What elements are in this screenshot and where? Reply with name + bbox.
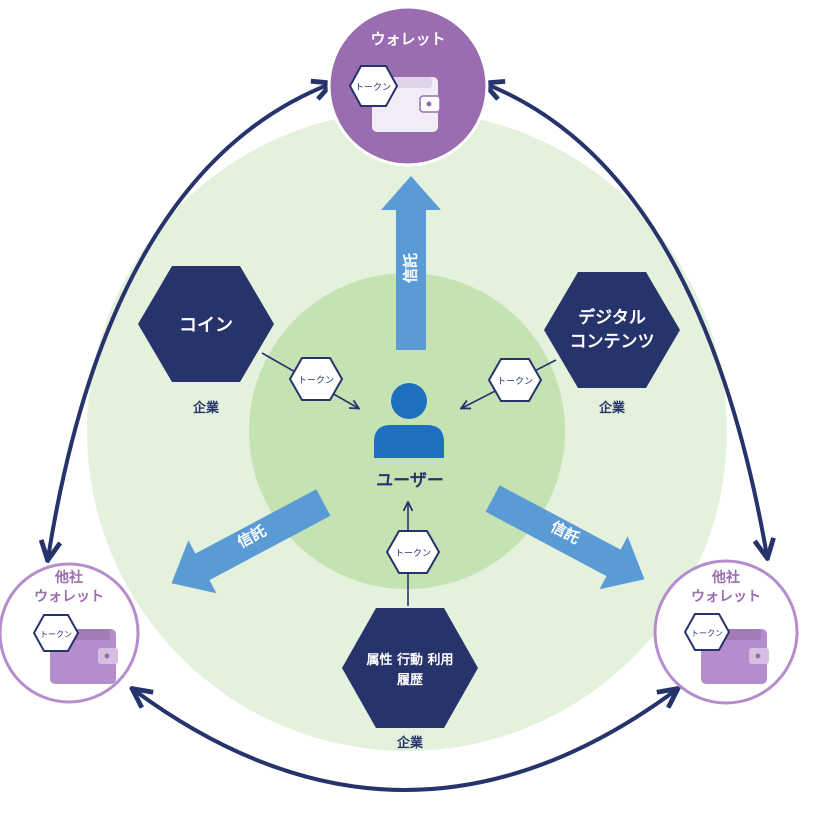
user-icon [374, 383, 444, 458]
svg-text:トークン: トークン [40, 630, 72, 639]
history-company-label: 企業 [396, 735, 424, 751]
digital-token-badge: トークン [487, 358, 543, 402]
svg-text:トークン: トークン [497, 376, 533, 387]
trust-arrow-left [171, 489, 331, 594]
trust-arrow-up [381, 176, 441, 350]
other-wallet-right-token-badge: トークン [683, 613, 731, 651]
other-wallet-right-title-1: 他社 [711, 569, 740, 586]
other-wallet-right-title-2: ウォレット [691, 589, 761, 605]
svg-text:トークン: トークン [298, 375, 334, 386]
other-wallet-left-token-badge: トークン [32, 614, 80, 652]
digital-company-label: 企業 [598, 400, 626, 416]
history-token-badge: トークン [385, 530, 441, 574]
usage-history-company-node: 属性 行動 利用 履歴 企業 [342, 608, 478, 751]
digital-label-2: コンテンツ [570, 332, 655, 352]
cycle-arc-wallet-left [48, 84, 330, 558]
wallet-title: ウォレット [370, 30, 445, 48]
svg-text:トークン: トークン [395, 548, 431, 559]
svg-text:トークン: トークン [691, 629, 723, 638]
user-node: ユーザー [374, 383, 444, 491]
coin-token-badge: トークン [288, 357, 344, 401]
other-wallet-left-title-2: ウォレット [34, 589, 104, 605]
svg-text:トークン: トークン [355, 82, 391, 93]
other-wallet-left-title-1: 他社 [54, 569, 83, 586]
coin-company-label: 企業 [192, 400, 220, 416]
other-wallet-left-node: 他社 ウォレット トークン [0, 562, 140, 704]
wallet-node: ウォレット トークン [327, 5, 489, 167]
history-label-2: 履歴 [397, 673, 423, 688]
coin-label: コイン [179, 315, 233, 336]
coin-company-node: コイン 企業 [138, 266, 274, 416]
cycle-arc-bottom [134, 690, 676, 792]
trust-arrow-right [485, 485, 645, 590]
trust-up-label: 信託 [402, 253, 420, 283]
digital-content-company-node: デジタル コンテンツ 企業 [544, 272, 680, 416]
wallet-token-badge: トークン [348, 65, 399, 107]
cycle-arc-wallet-right [486, 84, 767, 556]
user-label: ユーザー [376, 471, 444, 491]
digital-label-1: デジタル [578, 307, 646, 328]
history-label-1: 属性 行動 利用 [366, 652, 453, 668]
other-wallet-right-node: 他社 ウォレット トークン [653, 559, 799, 705]
